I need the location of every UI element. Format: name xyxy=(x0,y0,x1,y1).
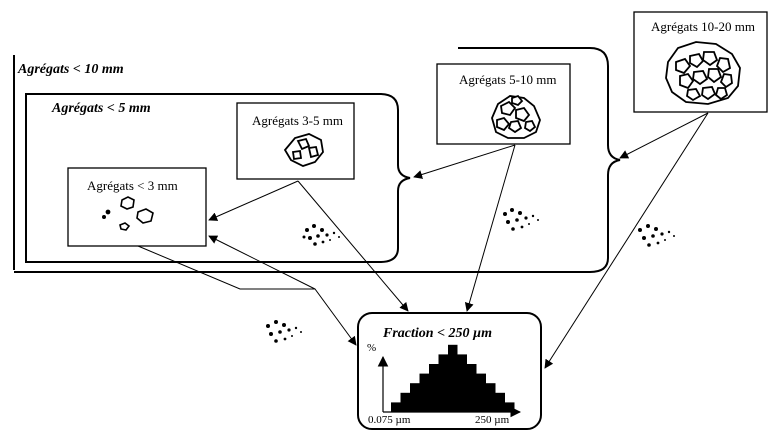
arrow-3-5-to-lt3 xyxy=(208,180,299,221)
aggregate-10-20-icon xyxy=(665,41,741,105)
histogram-bar xyxy=(419,373,429,412)
box-agregats-lt3-label: Agrégats < 3 mm xyxy=(87,178,178,193)
group-lt5-label: Agrégats < 5 mm xyxy=(52,101,151,116)
aggregate-5-10-icon xyxy=(491,94,541,139)
group-lt5-bracket xyxy=(25,93,411,263)
histogram-bar xyxy=(429,364,439,412)
group-lt10-bracket xyxy=(14,47,621,273)
histogram-bar xyxy=(467,364,477,412)
aggregate-3-5-icon xyxy=(283,133,324,167)
box-agregats-lt3 xyxy=(67,167,207,247)
box-agregats-10-20-label: Agrégats 10-20 mm xyxy=(651,19,755,34)
box-agregats-5-10-label: Agrégats 5-10 mm xyxy=(459,72,557,87)
histogram-bar xyxy=(476,373,486,412)
fine-particles-5-10 xyxy=(503,208,539,231)
histogram-y-label: % xyxy=(367,342,377,354)
particles-lt3 xyxy=(102,196,154,231)
arrow-10-20-to-fraction xyxy=(544,112,709,369)
box-agregats-3-5-label: Agrégats 3-5 mm xyxy=(252,113,343,128)
arrow-10-20-to-lt10 xyxy=(619,112,709,159)
arrow-lt3-to-fraction xyxy=(137,245,357,346)
fine-particles-10-20 xyxy=(638,224,675,247)
histogram-bar xyxy=(400,392,410,412)
fine-particles-lt3 xyxy=(266,320,302,343)
arrow-5-10-to-lt5 xyxy=(413,144,516,179)
histogram-bar xyxy=(486,383,496,412)
flow-arrows xyxy=(137,112,709,369)
histogram-bar xyxy=(410,383,420,412)
histogram-bar xyxy=(505,402,515,412)
arrow-3-5-to-fraction xyxy=(297,180,409,312)
histogram-bar xyxy=(457,354,467,412)
histogram-x-max-label: 250 µm xyxy=(475,414,510,426)
group-lt10-label: Agrégats < 10 mm xyxy=(18,62,124,77)
fine-particles-lt5 xyxy=(302,224,340,246)
arrow-lt10-return-to-lt3 xyxy=(208,235,316,290)
histogram-bar xyxy=(438,354,448,412)
histogram-bar xyxy=(448,344,458,412)
histogram-bar xyxy=(495,392,505,412)
histogram xyxy=(377,344,522,418)
histogram-x-min-label: 0.075 µm xyxy=(368,414,411,426)
arrow-5-10-to-fraction xyxy=(464,144,516,312)
histogram-bar xyxy=(391,402,401,412)
histogram-bars xyxy=(391,344,515,412)
fraction-title: Fraction < 250 µm xyxy=(383,326,492,341)
